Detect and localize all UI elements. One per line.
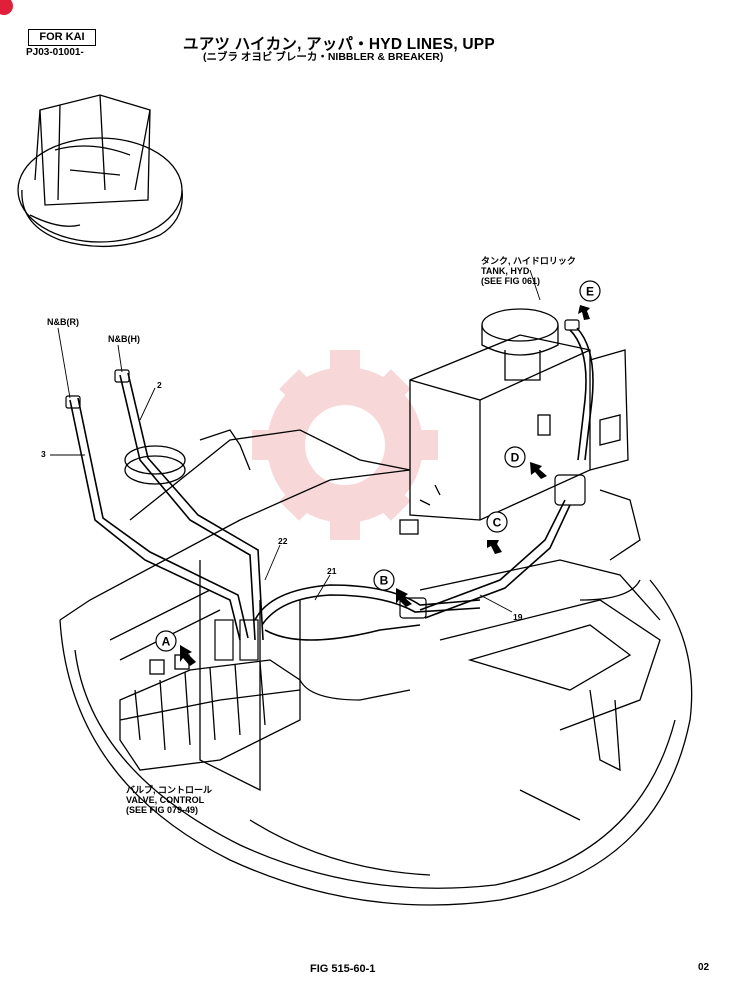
corner-badge [0,0,13,15]
part-code: PJ03-01001- [26,47,84,58]
figure-number: FIG 515-60-1 [310,963,376,975]
view-marker-c: C [493,516,502,530]
upper-frame [59,429,693,906]
view-marker-d: D [511,451,520,465]
view-marker-e: E [586,285,594,299]
page-title: ユアツ ハイカン, アッパ・HYD LINES, UPP [183,36,495,53]
tank-callout: タンク, ハイドロリック TANK, HYD (SEE FIG 061) [481,256,576,286]
view-marker-b: B [380,574,389,588]
page-subtitle: (ニブラ オヨビ ブレーカ・NIBBLER & BREAKER) [203,51,444,63]
line-art [17,94,693,906]
hydraulic-hoses [69,327,594,641]
part-number-19: 19 [513,612,523,622]
control-valve [119,654,301,771]
watermark-logo [252,350,438,540]
hose-fittings [65,319,586,661]
view-marker-b-circle [373,569,395,591]
part-number-21: 21 [327,566,337,576]
nb-h-label: N&B(H) [108,334,140,344]
part-number-2: 2 [157,380,162,390]
view-arrows [180,305,590,666]
hydraulic-tank [399,308,629,535]
page-number: 02 [698,962,710,973]
view-marker-c-circle [486,511,508,533]
model-label-box: FOR KAI [28,29,96,46]
leader-lines [50,269,541,613]
excavator-thumbnail [17,94,183,248]
view-marker-a-circle [155,630,177,652]
part-number-22: 22 [278,536,288,546]
part-number-3: 3 [41,449,46,459]
view-marker-d-circle [504,446,526,468]
view-marker-e-circle [579,280,601,302]
view-marker-a: A [162,635,171,649]
valve-callout: バルブ, コントロール VALVE, CONTROL (SEE FIG 079-… [126,785,213,815]
nb-r-label: N&B(R) [47,317,79,327]
